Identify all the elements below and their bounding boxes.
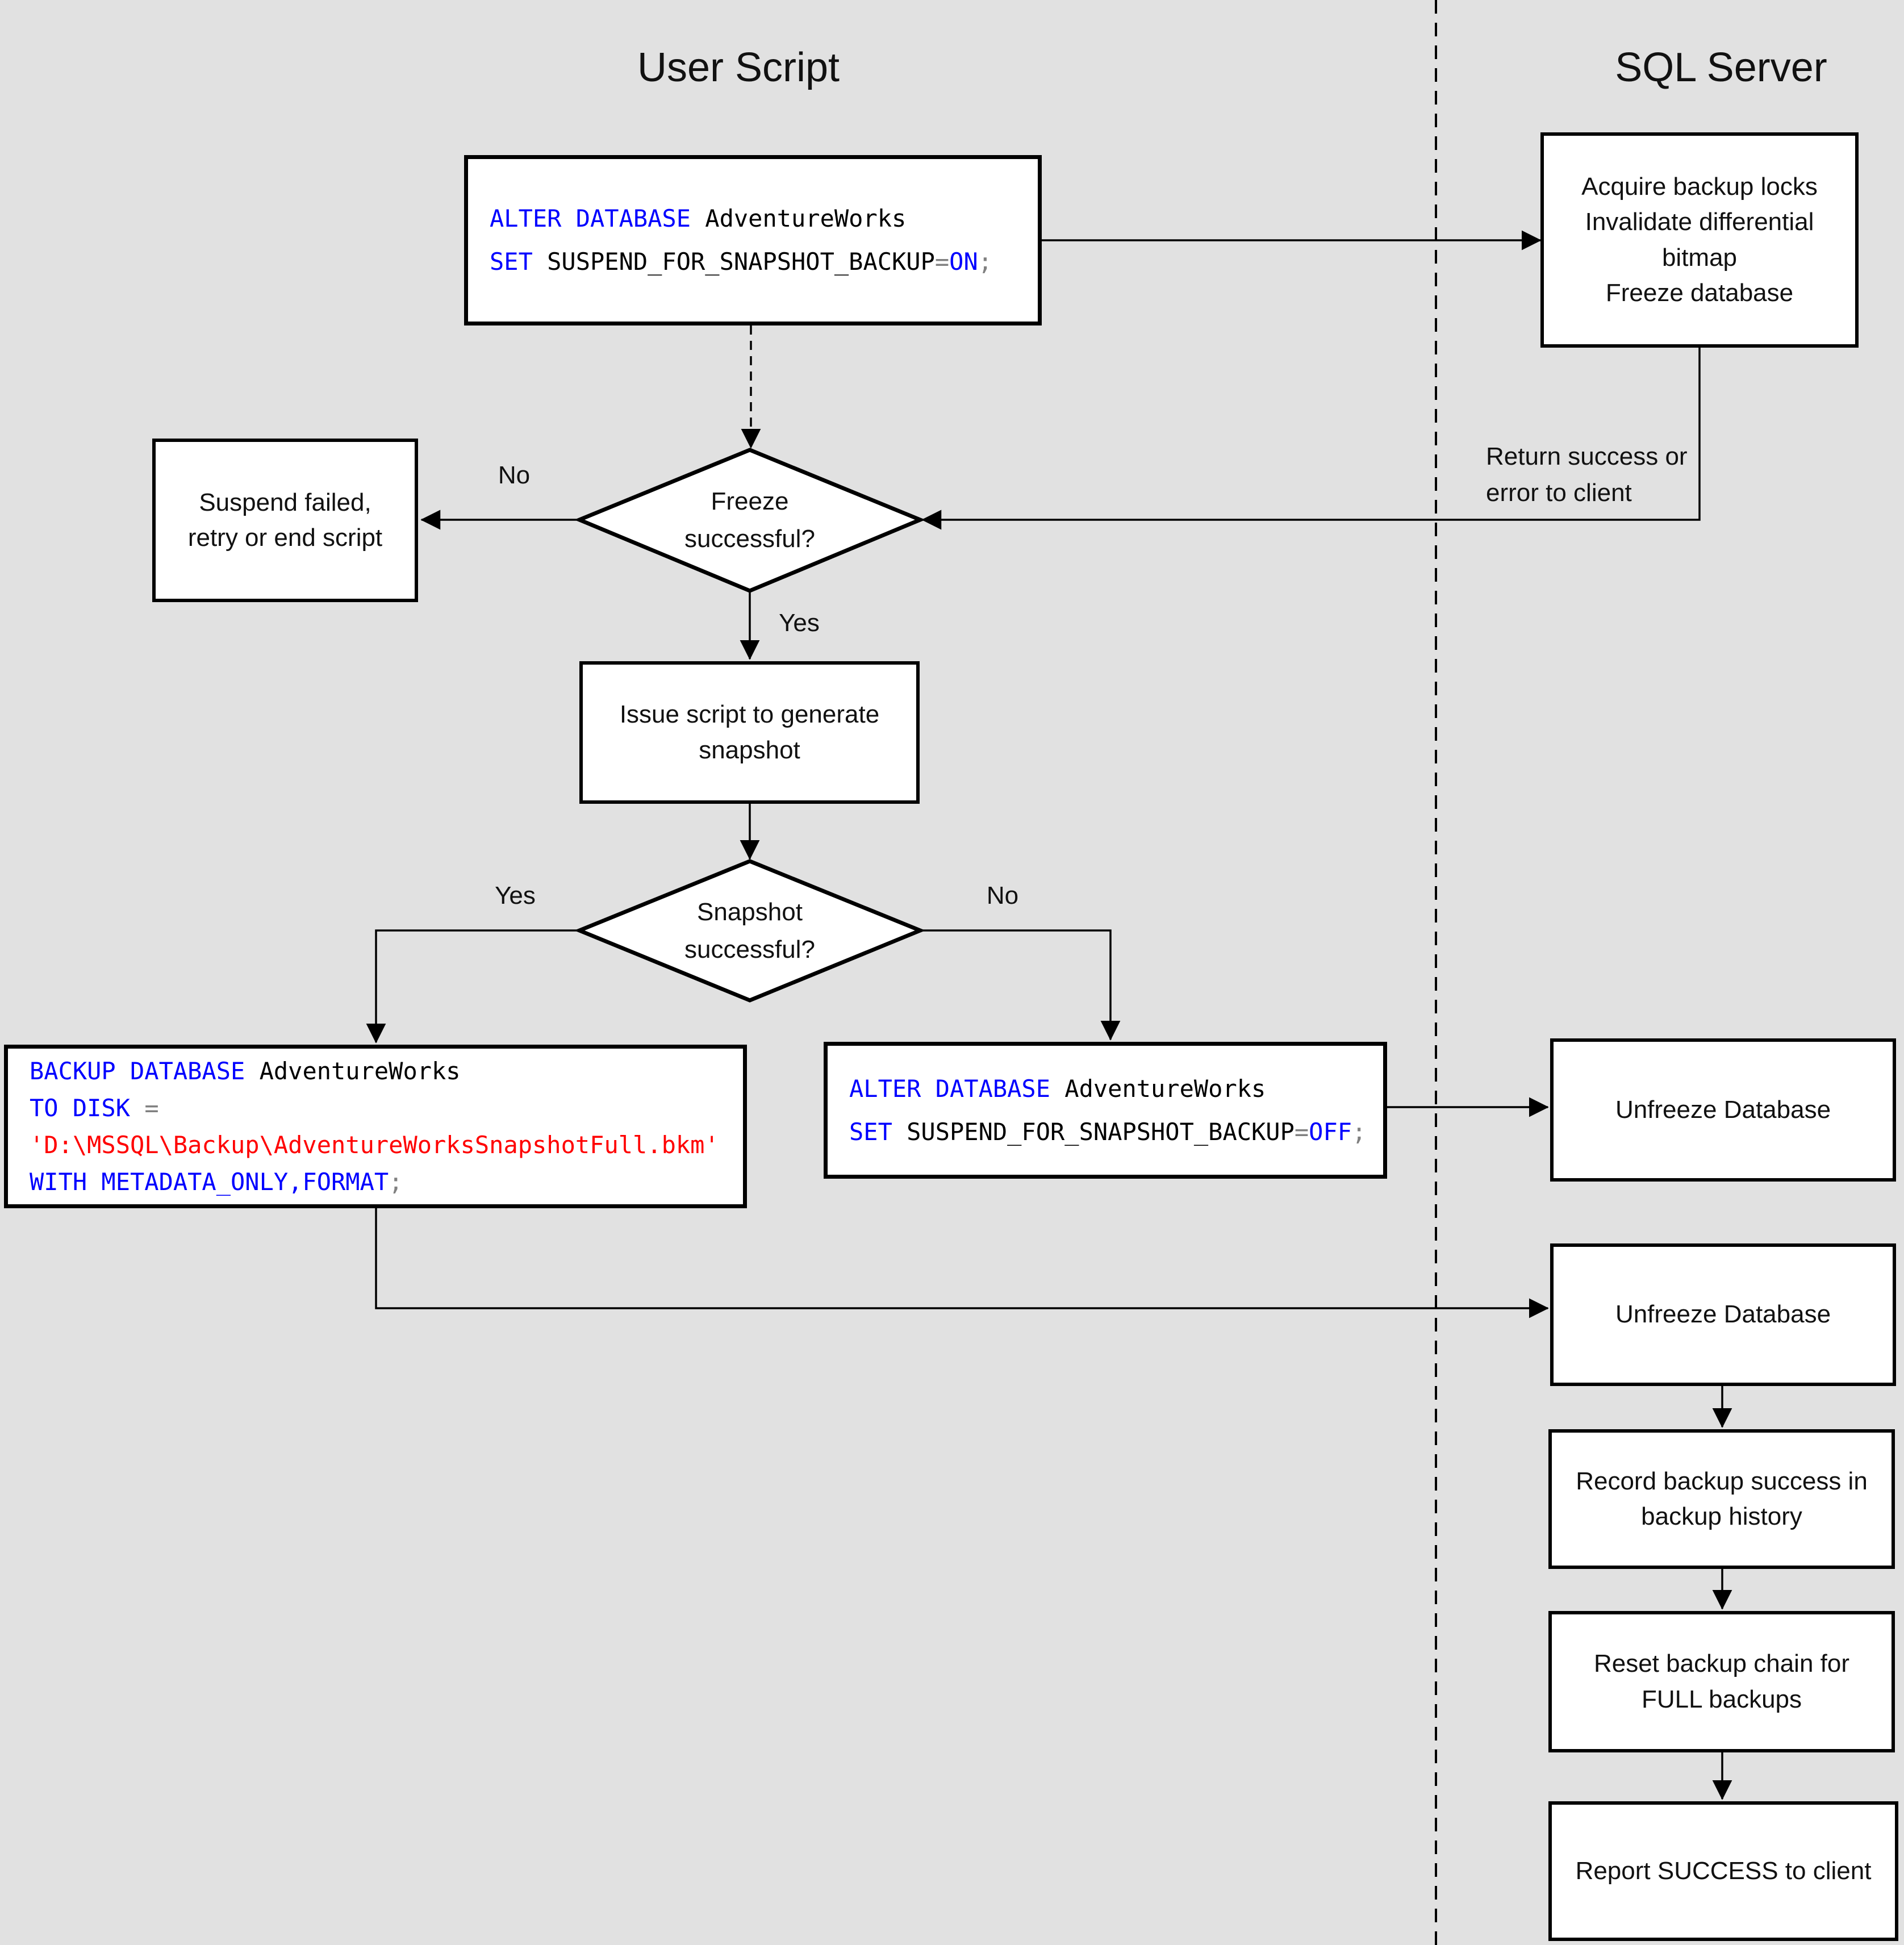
code-segment: AdventureWorks xyxy=(1050,1074,1266,1103)
snapshot-successful-label: Snapshot successful? xyxy=(684,898,815,963)
unfreeze-database-box-2: Unfreeze Database xyxy=(1550,1243,1896,1386)
report-success-box: Report SUCCESS to client xyxy=(1548,1801,1898,1941)
acquire-backup-locks-box: Acquire backup locks Invalidate differen… xyxy=(1540,132,1859,348)
freeze-successful-label: Freeze successful? xyxy=(684,487,815,553)
code-line: SET SUSPEND_FOR_SNAPSHOT_BACKUP=ON; xyxy=(490,240,1033,283)
code-segment: SET xyxy=(849,1117,892,1146)
code-segment: WITH METADATA_ONLY,FORMAT xyxy=(30,1168,389,1196)
issue-snapshot-script-box: Issue script to generate snapshot xyxy=(579,661,920,804)
code-segment: AdventureWorks xyxy=(691,204,907,233)
return-success-note: Return success or error to client xyxy=(1486,443,1688,507)
code-segment: AdventureWorks xyxy=(245,1057,461,1085)
code-line: 'D:\MSSQL\Backup\AdventureWorksSnapshotF… xyxy=(30,1126,738,1163)
code-segment: SUSPEND_FOR_SNAPSHOT_BACKUP xyxy=(532,248,935,276)
freeze-yes-label: Yes xyxy=(779,609,820,637)
code-line: WITH METADATA_ONLY,FORMAT; xyxy=(30,1163,738,1200)
code-segment: = xyxy=(144,1093,159,1122)
code-line: SET SUSPEND_FOR_SNAPSHOT_BACKUP=OFF; xyxy=(849,1111,1379,1154)
code-segment: ALTER DATABASE xyxy=(849,1074,1051,1103)
code-segment: SET xyxy=(490,248,533,276)
snapshot-yes-label: Yes xyxy=(495,882,536,909)
code-segment: ; xyxy=(978,248,993,276)
code-segment: ; xyxy=(1352,1117,1367,1146)
code-segment: SUSPEND_FOR_SNAPSHOT_BACKUP xyxy=(892,1117,1295,1146)
code-segment xyxy=(130,1094,144,1122)
code-segment: 'D:\MSSQL\Backup\AdventureWorksSnapshotF… xyxy=(30,1131,719,1159)
code-segment: ; xyxy=(389,1168,403,1196)
code-line: BACKUP DATABASE AdventureWorks xyxy=(30,1053,738,1090)
code-segment: = xyxy=(934,248,950,276)
freeze-decision-diamond xyxy=(574,448,926,593)
code-segment: ON xyxy=(949,248,978,276)
snapshot-decision-diamond xyxy=(574,859,926,1003)
record-backup-history-box: Record backup success in backup history xyxy=(1548,1429,1895,1569)
suspend-failed-box: Suspend failed, retry or end script xyxy=(152,439,418,602)
right-column-title: SQL Server xyxy=(1615,45,1827,90)
left-column-title: User Script xyxy=(637,45,840,90)
edge-snapshot-no-to-alteroff xyxy=(920,929,1121,1041)
unfreeze-database-box-1: Unfreeze Database xyxy=(1550,1038,1896,1182)
freeze-no-label: No xyxy=(498,461,531,489)
code-segment: TO DISK xyxy=(30,1093,131,1122)
code-line: ALTER DATABASE AdventureWorks xyxy=(849,1067,1379,1111)
code-segment: OFF xyxy=(1309,1117,1352,1146)
edge-snapshot-yes-to-backup xyxy=(366,929,579,1044)
reset-backup-chain-box: Reset backup chain for FULL backups xyxy=(1548,1611,1895,1752)
code-line: ALTER DATABASE AdventureWorks xyxy=(490,197,1033,240)
code-line: TO DISK = xyxy=(30,1090,738,1126)
edge-backup-to-unfreeze2 xyxy=(375,1208,1549,1318)
code-segment: = xyxy=(1294,1117,1309,1146)
snapshot-no-label: No xyxy=(986,882,1019,909)
code-segment: ALTER DATABASE xyxy=(490,204,691,233)
code-segment: BACKUP DATABASE xyxy=(30,1057,245,1085)
edge-acquire-to-freeze xyxy=(921,348,1701,530)
